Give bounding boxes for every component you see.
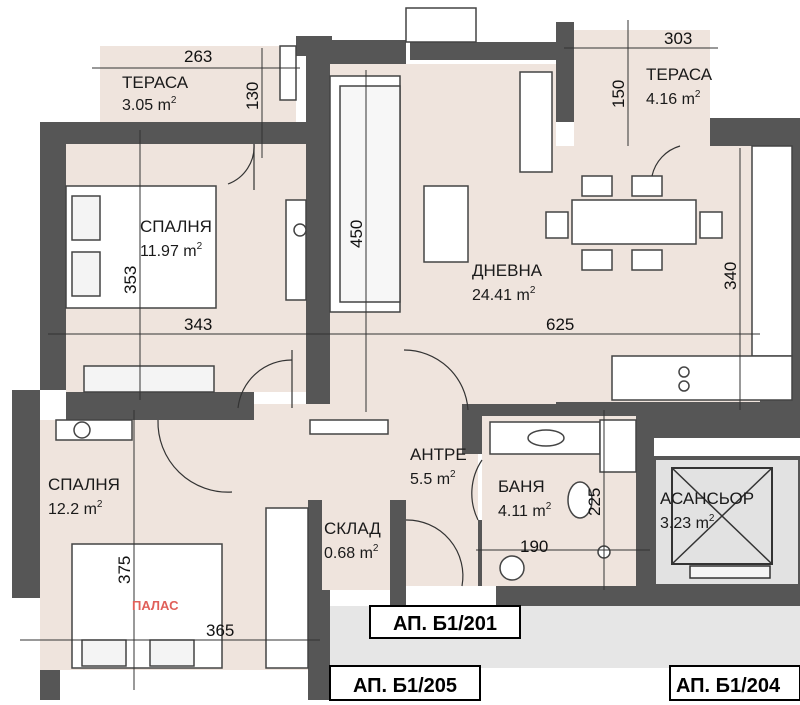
bedroom-top-area: 11.97 m2 bbox=[140, 241, 203, 260]
desk-top bbox=[285, 199, 307, 301]
dim-bedroom-bottom-width: 365 bbox=[206, 621, 234, 640]
bedroom-bottom-area: 12.2 m2 bbox=[48, 499, 103, 518]
living-area: 24.41 m2 bbox=[472, 285, 536, 304]
storage-fill bbox=[322, 494, 390, 590]
elevator-name: АСАНСЬОР bbox=[660, 489, 754, 508]
tv-unit bbox=[519, 71, 553, 173]
bedroom-top-name: СПАЛНЯ bbox=[140, 217, 212, 236]
storage-area: 0.68 m2 bbox=[324, 543, 379, 562]
dim-terrace-left-height: 130 bbox=[243, 82, 262, 110]
storage-name: СКЛАД bbox=[324, 519, 381, 538]
room-fills bbox=[40, 30, 760, 670]
dim-bath-width: 190 bbox=[520, 537, 548, 556]
dim-bath-height: 225 bbox=[585, 488, 604, 516]
terrace-left-fill bbox=[100, 46, 296, 122]
dim-bedroom-top-height: 353 bbox=[121, 266, 140, 294]
elevator-area: 3.23 m2 bbox=[660, 513, 715, 532]
dim-living-width: 625 bbox=[546, 315, 574, 334]
elevator-car bbox=[671, 467, 773, 565]
living-name: ДНЕВНА bbox=[472, 261, 543, 280]
terrace-right-area: 4.16 m2 bbox=[646, 89, 701, 108]
terrace-left-name: ТЕРАСА bbox=[122, 73, 189, 92]
apt-right-label: АП. Б1/204 bbox=[676, 675, 781, 697]
door-swings bbox=[157, 143, 681, 587]
bedroom-bottom-name: СПАЛНЯ bbox=[48, 475, 120, 494]
dim-terrace-right-width: 303 bbox=[664, 29, 692, 48]
walls bbox=[12, 22, 800, 700]
bathroom-name: БАНЯ bbox=[498, 477, 545, 496]
apt-right-badge bbox=[669, 665, 800, 701]
dim-living-depth: 450 bbox=[347, 220, 366, 248]
dim-bedroom-top-width: 343 bbox=[184, 315, 212, 334]
apt-main-badge bbox=[369, 605, 521, 639]
dimension-lines bbox=[20, 20, 760, 690]
coffee-table bbox=[423, 185, 469, 263]
terrace-right-fill bbox=[574, 30, 710, 146]
furniture bbox=[55, 7, 793, 669]
brand-watermark: ПАЛАС bbox=[132, 598, 179, 613]
terrace-left-area: 3.05 m2 bbox=[122, 95, 177, 114]
apt-main-label: АП. Б1/201 bbox=[393, 613, 497, 635]
hall-fill-lower bbox=[406, 454, 478, 586]
dim-living-right: 340 bbox=[721, 262, 740, 290]
wardrobe bbox=[265, 507, 309, 669]
dim-terrace-left-width: 263 bbox=[184, 47, 212, 66]
hall-area: 5.5 m2 bbox=[410, 469, 456, 488]
terrace-right-name: ТЕРАСА bbox=[646, 65, 713, 84]
apt-left-badge bbox=[329, 665, 481, 701]
bathroom-area: 4.11 m2 bbox=[498, 501, 552, 520]
dim-terrace-right-height: 150 bbox=[609, 80, 628, 108]
apt-left-label: АП. Б1/205 bbox=[353, 675, 457, 697]
hall-name: АНТРЕ bbox=[410, 445, 467, 464]
washing bbox=[599, 419, 637, 473]
kitchen-counter bbox=[751, 145, 793, 357]
dim-bedroom-bottom-height: 375 bbox=[115, 556, 134, 584]
elevator-door bbox=[689, 565, 771, 579]
dining-table bbox=[571, 199, 697, 245]
